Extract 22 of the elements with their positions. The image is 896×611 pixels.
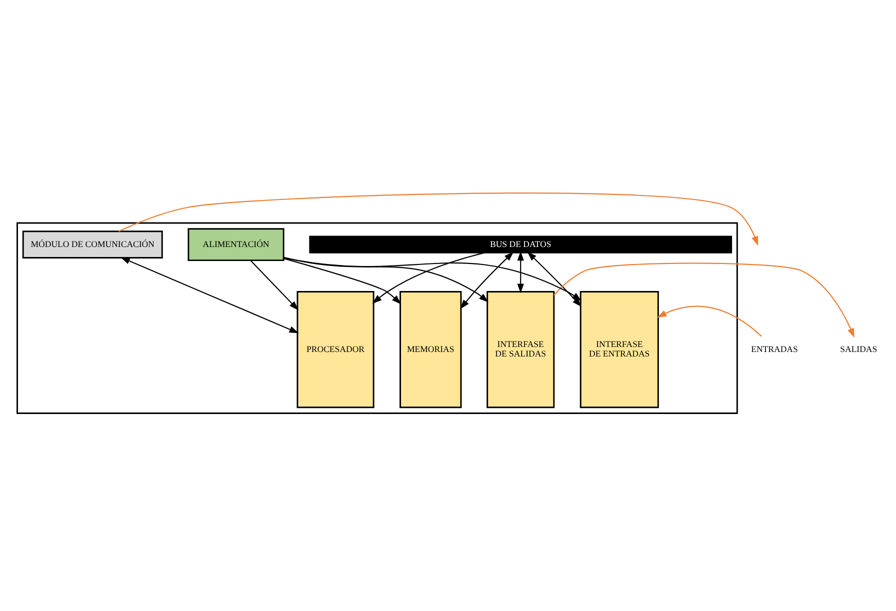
- node-box: ALIMENTACIÓN: [188, 228, 284, 261]
- node-text: SALIDAS: [840, 343, 878, 354]
- arrow: [460, 251, 514, 309]
- arrow: [372, 252, 485, 304]
- arrow: [517, 250, 524, 293]
- cluster: [16, 222, 738, 414]
- arrow: [284, 256, 488, 302]
- arrow: [284, 256, 582, 301]
- arrow: [656, 305, 762, 336]
- arrow: [283, 257, 402, 304]
- node-box: MÓDULO DE COMUNICACIÓN: [22, 230, 163, 258]
- node-box: PROCESADOR: [296, 290, 374, 408]
- arrow: [527, 251, 582, 306]
- arrow: [554, 262, 854, 338]
- node-box: INTERFASE DE ENTRADAS: [580, 290, 659, 408]
- node-box: BUS DE DATOS: [309, 235, 732, 253]
- arrow: [120, 256, 299, 333]
- node-box: MEMORIAS: [400, 290, 462, 408]
- arrow: [250, 259, 299, 310]
- node-text: ENTRADAS: [751, 343, 798, 354]
- arrow: [118, 192, 758, 246]
- node-box: INTERFASE DE SALIDAS: [486, 290, 555, 408]
